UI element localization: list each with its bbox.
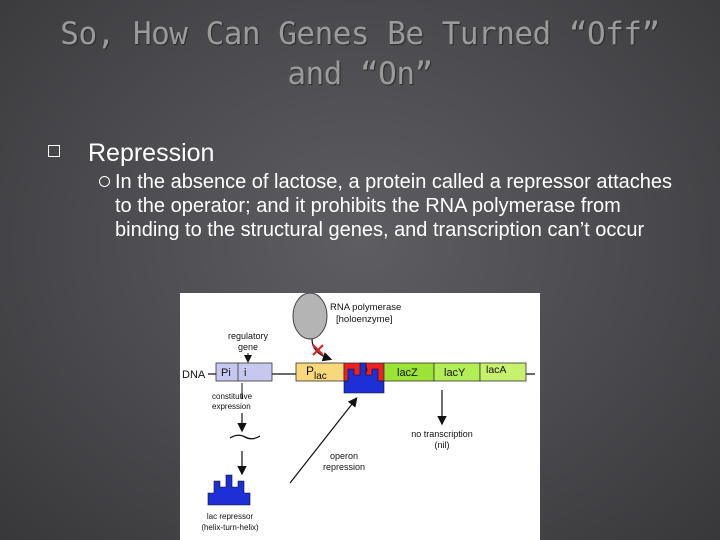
regulatory-gene-line1: regulatory (228, 331, 269, 341)
operon-line2: repression (323, 462, 365, 472)
dna-label: DNA (182, 369, 206, 381)
operon-line1: operon (330, 451, 358, 461)
title-line-1: So, How Can Genes Be Turned “Off” (60, 16, 660, 52)
pi-i-box (215, 362, 273, 382)
plac-p-label: P (306, 364, 314, 378)
slide-title: So, How Can Genes Be Turned “Off” and “O… (30, 14, 690, 94)
bullet-repression-text: Repression (88, 139, 215, 167)
lac-repressor-shape (207, 474, 251, 506)
holoenzyme-label: [holoenzyme] (336, 314, 393, 325)
square-bullet-icon (48, 145, 60, 157)
i-label: i (244, 367, 246, 379)
lacz-label: lacZ (397, 367, 418, 379)
lac-operon-diagram: RNA polymerase [holoenzyme] regulatory g… (180, 293, 540, 540)
operon-repression-arrow (289, 397, 358, 484)
rna-polymerase-label: RNA polymerase (330, 302, 401, 313)
laca-box (479, 362, 527, 382)
mrna-squiggle (229, 434, 261, 440)
plac-sub-label: lac (314, 371, 327, 382)
bound-repressor-shape (343, 362, 385, 394)
constitutive-line2: expression (212, 402, 251, 411)
pi-label: Pi (221, 367, 231, 379)
lacy-label: lacY (444, 367, 466, 379)
circle-bullet-icon (99, 176, 110, 187)
title-line-2: and “On” (287, 56, 433, 92)
regulatory-gene-line2: gene (238, 342, 258, 352)
no-transcription-line1: no transcription (411, 429, 473, 439)
rna-polymerase-shape (292, 293, 328, 340)
lac-repressor-line2: (helix-turn-helix) (201, 523, 259, 532)
bullet-description-text: In the absence of lactose, a protein cal… (115, 171, 673, 241)
lac-repressor-line1: lac repressor (207, 512, 254, 521)
polymerase-binding-arrow (311, 338, 333, 362)
constitutive-line1: constitutive (212, 392, 253, 401)
laca-label: lacA (486, 364, 506, 376)
blocked-x-icon (312, 344, 324, 356)
no-transcription-line2: (nil) (435, 440, 450, 450)
